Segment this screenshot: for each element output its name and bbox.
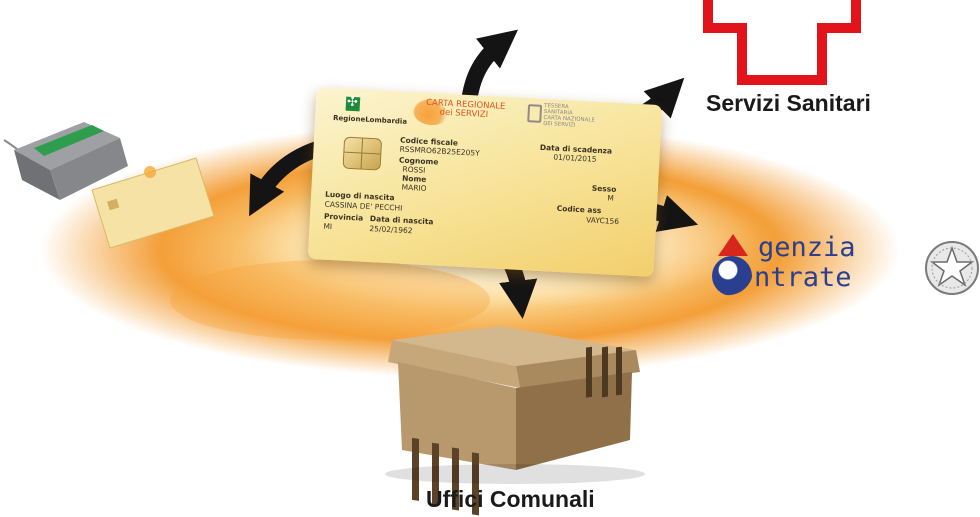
uffici-comunali-label: Uffici Comunali (426, 486, 595, 512)
scadenza-value: 01/01/2015 (553, 152, 597, 164)
health-card: RegioneLombardia CARTA REGIONALE dei SER… (307, 87, 663, 277)
nome-value: MARIO (401, 182, 427, 193)
region-logo-text: RegioneLombardia (332, 113, 408, 126)
italian-emblem-icon (925, 241, 979, 295)
codice-assistito-value: VAYC156 (585, 215, 620, 227)
codice-assistito-label: Codice ass (556, 203, 602, 216)
servizi-sanitari-label: Servizi Sanitari (706, 90, 871, 116)
sesso-value: M (607, 193, 615, 203)
red-cross-icon (703, 0, 861, 85)
data-nascita-value: 25/02/1962 (369, 224, 413, 236)
region-logo-icon (345, 96, 361, 112)
card-reader-icon (3, 122, 215, 249)
ts-line4: DEI SERVIZI (542, 120, 576, 129)
agenzia-word2: ntrate (754, 262, 852, 293)
provincia-value: MI (323, 221, 333, 232)
agenzia-e-mark (712, 256, 752, 296)
chip-icon (342, 136, 383, 171)
agenzia-word1: genzia (758, 232, 856, 263)
sesso-label: Sesso (591, 183, 617, 194)
building-icon (385, 326, 645, 516)
ts-logo-icon (527, 104, 543, 123)
